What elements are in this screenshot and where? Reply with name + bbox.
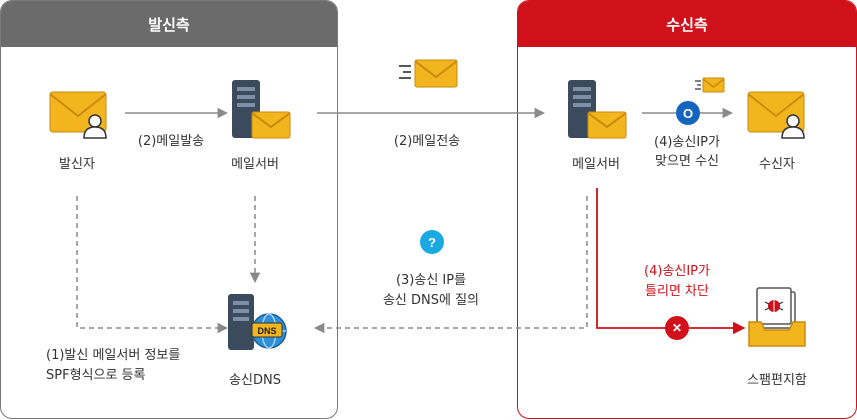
- small-mail-icon: [695, 77, 725, 93]
- sender-panel-title: 발신측: [1, 1, 337, 47]
- sender-dns-label: 송신DNS: [229, 373, 281, 388]
- sender-mail-icon: [49, 91, 107, 139]
- match-badge: O: [676, 101, 700, 125]
- sender-mail-server-label: 메일서버: [231, 157, 279, 172]
- receiver-mail-server-label: 메일서버: [572, 157, 620, 172]
- edge-mismatch-block: [596, 188, 746, 335]
- match-label-2: 맞으면 수신: [655, 154, 719, 169]
- register-spf-label-2: SPF형식으로 등록: [46, 368, 146, 383]
- spam-box-icon: [748, 287, 806, 347]
- mismatch-label-1: (4)송신IP가: [644, 264, 710, 279]
- query-label-2: 송신 DNS에 질의: [382, 293, 480, 308]
- match-label-1: (4)송신IP가: [654, 135, 720, 150]
- receiver-label: 수신자: [759, 157, 795, 172]
- receiver-panel-title: 수신측: [518, 1, 856, 47]
- send-mail-label: (2)메일발송: [137, 134, 205, 149]
- sender-panel: 발신측: [0, 0, 338, 419]
- transfer-mail-label: (2)메일전송: [393, 134, 461, 149]
- edge-register-spf: [76, 196, 229, 334]
- receiver-mail-server-icon: [568, 80, 627, 139]
- query-badge: ?: [420, 230, 444, 254]
- register-spf-label-1: (1)발신 메일서버 정보를: [46, 348, 181, 363]
- receiver-panel: 수신측: [517, 0, 857, 419]
- query-label-1: (3)송신 IP를: [395, 273, 467, 288]
- sender-label: 발신자: [59, 157, 95, 172]
- flying-mail-icon: [399, 59, 458, 88]
- receiver-mail-icon: [747, 91, 805, 139]
- block-badge: ✕: [665, 316, 689, 340]
- sender-mail-server-icon: [232, 80, 291, 139]
- svg-text:DNS: DNS: [257, 326, 276, 336]
- mismatch-label-2: 틀리면 차단: [645, 284, 709, 299]
- spam-box-label: 스팸편지함: [747, 373, 807, 388]
- sender-dns-icon: DNS: [228, 294, 287, 350]
